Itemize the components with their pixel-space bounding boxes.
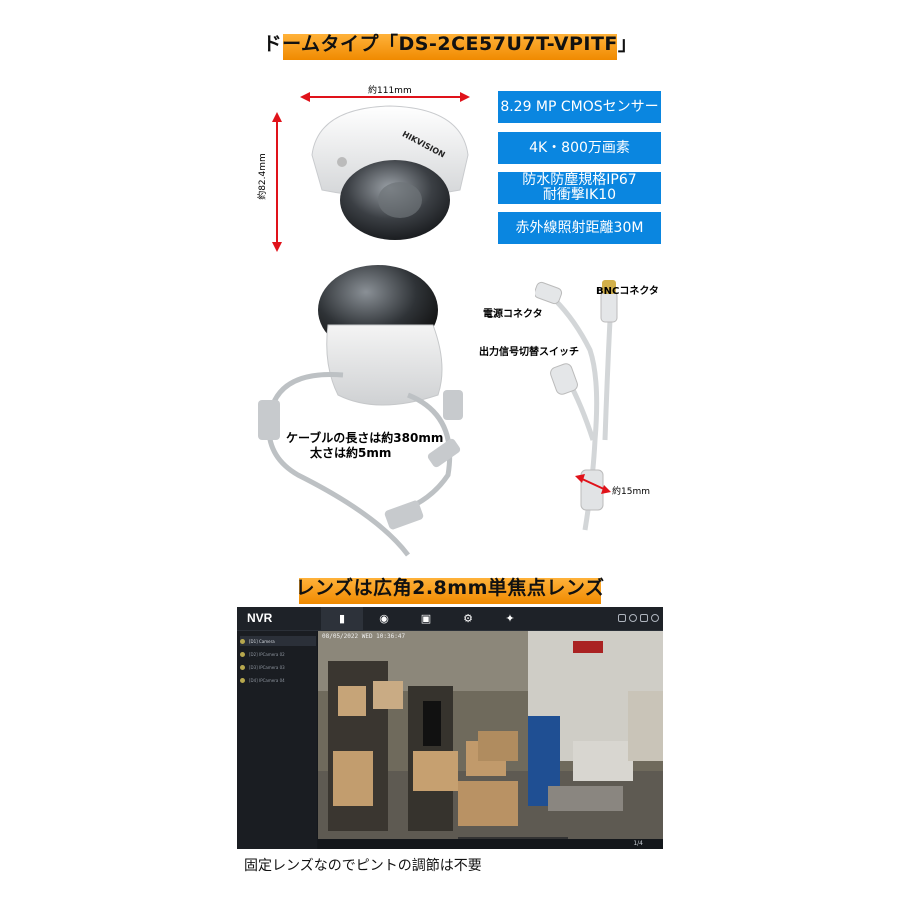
nvr-status-bar: 1/4	[318, 839, 663, 849]
maintenance-tab[interactable]: ✦	[489, 607, 531, 630]
camera-status-icon	[240, 664, 245, 670]
download-icon[interactable]	[640, 614, 648, 622]
cable-diameter-label: 約15mm	[612, 487, 650, 497]
file-tab[interactable]: ▣	[405, 607, 447, 630]
warehouse-scene-image	[318, 631, 663, 839]
fixed-lens-caption: 固定レンズなのでピントの調節は不要	[244, 858, 482, 874]
width-arrow	[300, 92, 470, 102]
nvr-toolbar: NVR ▮ ◉ ▣ ⚙ ✦	[237, 607, 663, 631]
lens-title: レンズは広角2.8mm単焦点レンズ	[295, 577, 605, 599]
dome-camera-front-image	[311, 105, 469, 240]
nvr-title: NVR	[247, 611, 273, 625]
product-title: ドームタイプ「DS-2CE57U7T-VPITF」	[262, 33, 638, 55]
page-indicator: 1/4	[633, 840, 643, 847]
playback-icon: ◉	[379, 612, 389, 625]
osd-timestamp: 08/05/2022 WED 10:36:47	[322, 633, 406, 640]
product-title-banner: ドームタイプ「DS-2CE57U7T-VPITF」	[263, 33, 637, 60]
file-icon: ▣	[420, 612, 432, 625]
dome-camera-cable-image	[258, 265, 463, 557]
diameter-arrow	[575, 474, 611, 494]
camera-list-item[interactable]: [D1] Camera	[240, 636, 316, 646]
playback-tab[interactable]: ◉	[363, 607, 405, 630]
camera-live-feed[interactable]: 08/05/2022 WED 10:36:47	[318, 631, 663, 839]
spec-ir-range: 赤外線照射距離30M	[498, 212, 661, 244]
camera-list-item[interactable]: [D2] IPCamera 02	[240, 649, 316, 659]
live-view-tab[interactable]: ▮	[321, 607, 363, 630]
output-switch-label: 出力信号切替スイッチ	[479, 347, 579, 358]
camera-status-icon	[240, 651, 245, 657]
nvr-screenshot: NVR ▮ ◉ ▣ ⚙ ✦ [D1] Camera [D2] IPCamera …	[237, 607, 663, 849]
height-label: 約82.4mm	[257, 153, 268, 200]
camera-status-icon	[240, 677, 245, 683]
cable-length-note: ケーブルの長さは約380mm 太さは約5mm	[286, 431, 444, 460]
spec-sensor: 8.29 MP CMOSセンサー	[498, 91, 661, 123]
height-arrow	[272, 112, 282, 252]
settings-tab[interactable]: ⚙	[447, 607, 489, 630]
lens-banner: レンズは広角2.8mm単焦点レンズ	[296, 577, 604, 604]
spec-waterproof: 防水防塵規格IP67 耐衝撃IK10	[498, 172, 661, 204]
spec-resolution: 4K・800万画素	[498, 132, 661, 164]
grid-icon[interactable]	[618, 614, 626, 622]
camera-icon: ▮	[338, 612, 346, 625]
width-label: 約111mm	[368, 86, 412, 96]
power-connector-label: 電源コネクタ	[483, 309, 543, 320]
camera-list-item[interactable]: [D4] IPCamera 04	[240, 675, 316, 685]
connector-cable-image	[535, 280, 618, 531]
gear-icon: ⚙	[463, 612, 473, 625]
nvr-camera-list: [D1] Camera [D2] IPCamera 02 [D3] IPCame…	[237, 631, 317, 849]
power-icon[interactable]	[651, 614, 659, 622]
camera-status-icon	[240, 638, 245, 644]
tools-icon: ✦	[505, 612, 515, 625]
camera-list-item[interactable]: [D3] IPCamera 03	[240, 662, 316, 672]
bnc-connector-label: BNCコネクタ	[596, 286, 659, 297]
bell-icon[interactable]	[629, 614, 637, 622]
